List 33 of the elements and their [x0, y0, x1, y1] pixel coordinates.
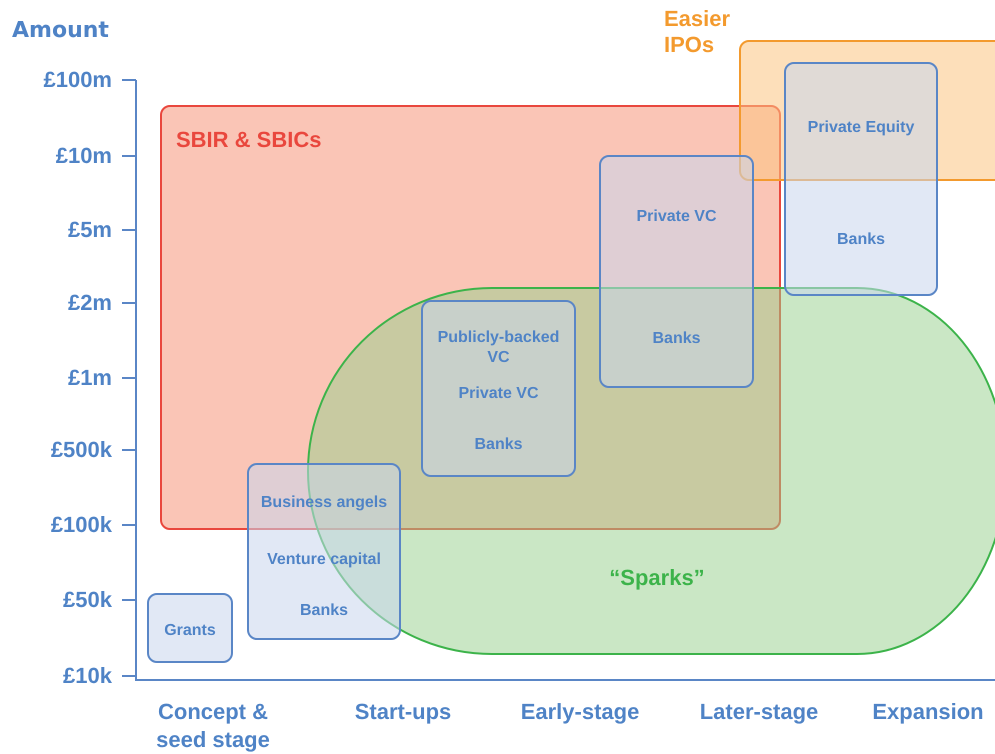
funding-source: Banks — [298, 601, 350, 621]
funding-source: Private VC — [457, 384, 540, 404]
tick-label: £100m — [43, 67, 112, 93]
tick-label: £1m — [68, 365, 112, 391]
stage-label: Expansion — [871, 698, 985, 726]
axis-title: Amount — [12, 18, 109, 43]
region-title: Easier IPOs — [664, 6, 732, 58]
stage-label: Concept & seed stage — [155, 698, 271, 754]
tick-label: £10k — [63, 663, 112, 689]
funding-box — [421, 300, 576, 477]
funding-source: Publicly-backed VC — [436, 328, 560, 368]
stage-label: Later-stage — [698, 698, 820, 726]
funding-source: Venture capital — [266, 550, 382, 570]
funding-box — [247, 463, 401, 640]
funding-source: Banks — [473, 435, 524, 455]
region-title: “Sparks” — [608, 565, 706, 591]
funding-source: Banks — [651, 329, 702, 349]
funding-source: Banks — [836, 230, 886, 250]
tick-label: £2m — [68, 290, 112, 316]
stage-label: Start-ups — [354, 698, 452, 726]
funding-source: Grants — [163, 621, 217, 641]
stage-label: Early-stage — [520, 698, 640, 726]
funding-source: Private VC — [635, 207, 718, 227]
funding-source: Private Equity — [806, 118, 916, 138]
tick-label: £100k — [50, 512, 112, 538]
funding-box — [147, 593, 233, 663]
region — [160, 105, 781, 530]
tick-label: £10m — [56, 143, 112, 169]
region-title: SBIR & SBICs — [176, 127, 322, 153]
funding-box — [784, 62, 938, 296]
tick-label: £500k — [50, 437, 112, 463]
tick-label: £5m — [68, 217, 112, 243]
tick-label: £50k — [63, 587, 112, 613]
